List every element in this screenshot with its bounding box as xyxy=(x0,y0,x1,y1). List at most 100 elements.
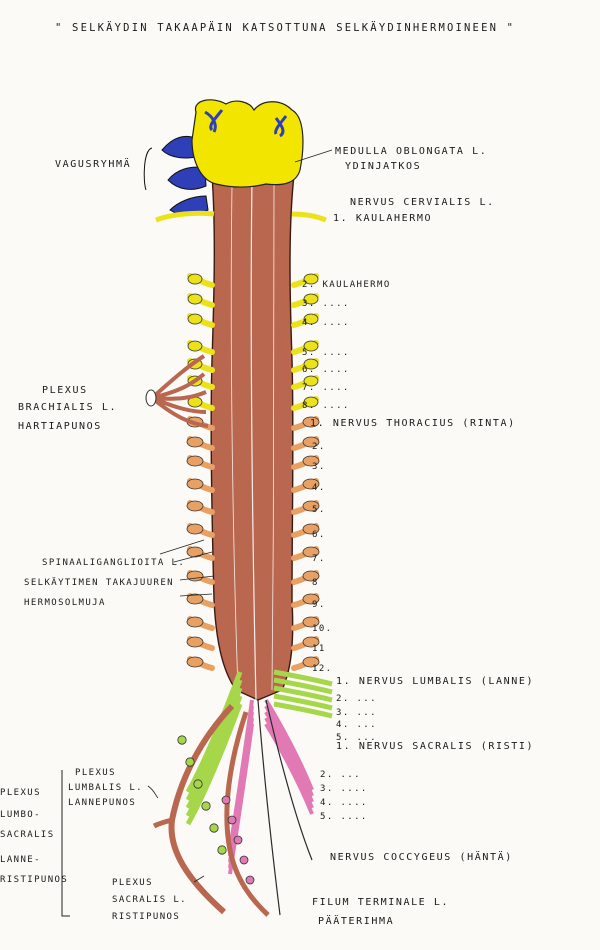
label-filum-1: FILUM TERMINALE L. xyxy=(312,897,450,908)
cervical-nerve-8-right-ganglion xyxy=(303,396,319,408)
label-sacral-plexus-3: RISTIPUNOS xyxy=(112,912,181,922)
lumbar-nerve-left-3 xyxy=(185,687,243,810)
thoracic-nerve-10-right-ganglion xyxy=(302,616,320,628)
label-brachial-2: BRACHIALIS L. xyxy=(18,402,118,413)
thoracic-nerve-12-left-ganglion xyxy=(186,656,204,668)
lumbar-ganglion-4 xyxy=(201,801,211,811)
cervical-nerve-3-right-ganglion xyxy=(303,293,319,305)
label-lumbosacral-5: RISTIPUNOS xyxy=(0,875,69,885)
label-lumbar-plexus-1: PLEXUS xyxy=(75,768,116,778)
cervical-number-3: 3. .... xyxy=(302,299,350,309)
label-medulla-2: YDINJATKOS xyxy=(345,161,422,172)
label-root-2: HERMOSOLMUJA xyxy=(24,598,106,608)
lumbosacral-trunk-inner xyxy=(224,711,270,917)
cord-right-line xyxy=(271,184,275,691)
thoracic-number-6: 6. xyxy=(312,530,326,540)
lumbar-nerve-left-4 xyxy=(185,695,243,818)
sacral-number-2: 2. ... xyxy=(320,770,361,780)
thoracic-nerve-4-right-ganglion xyxy=(302,478,320,490)
lumbar-nerve-right-1 xyxy=(273,669,333,687)
label-lumbosacral-4: LANNE- xyxy=(0,855,41,865)
label-cervical-1: NERVUS CERVIALIS L. xyxy=(350,197,495,208)
sacral-ganglion-5 xyxy=(245,875,255,885)
label-lumbar-plexus-3: LANNEPUNOS xyxy=(68,798,137,808)
lumbosacral-trunk-outer xyxy=(168,703,235,915)
cervical-nerve-4-left-ganglion xyxy=(187,313,203,325)
thoracic-number-2: 2. xyxy=(312,442,326,452)
lumbar-number-4: 4. ... xyxy=(336,720,377,730)
cervical-nerve-1 xyxy=(155,210,327,223)
lumbar-nerve-left-2 xyxy=(185,679,243,802)
lumbar-ganglion-3 xyxy=(193,779,203,789)
thoracic-nerve-8-left-ganglion xyxy=(186,570,204,582)
sacral-ganglion-1 xyxy=(221,795,231,805)
cervical-nerve-2-right-ganglion xyxy=(303,273,319,285)
leader-medulla xyxy=(294,149,333,163)
lumbar-nerve-left-1 xyxy=(185,671,243,794)
lumbar-ganglion-1 xyxy=(177,735,187,745)
sacral-number-5: 5. .... xyxy=(320,812,368,822)
lumbar-nerve-left-5 xyxy=(185,703,243,826)
thoracic-number-4: 4. xyxy=(312,483,326,493)
thoracic-nerve-3-left-ganglion xyxy=(186,455,204,467)
cervical-number-4: 4. .... xyxy=(302,318,350,328)
label-lumbosacral-1: PLEXUS xyxy=(0,788,41,798)
label-medulla-1: MEDULLA OBLONGATA L. xyxy=(335,146,488,157)
label-coccygeus: NERVUS COCCYGEUS (HÄNTÄ) xyxy=(330,852,513,863)
sacral-number-4: 4. .... xyxy=(320,798,368,808)
cord-left-line xyxy=(230,184,239,691)
femoral-branch xyxy=(152,817,173,829)
sacral-ganglion-2 xyxy=(227,815,237,825)
sacral-nerve-right-4 xyxy=(264,716,314,809)
label-sacral-plexus-1: PLEXUS xyxy=(112,878,153,888)
lumbar-nerve-right-2 xyxy=(273,677,333,695)
sacral-nerve-right-5 xyxy=(264,722,314,815)
spinal-cord xyxy=(210,174,295,701)
label-ganglia: SPINAALIGANGLIOITA L. xyxy=(42,558,186,568)
label-cervical-2: 1. KAULAHERMO xyxy=(333,213,433,224)
page-title: " SELKÄYDIN TAKAAPÄIN KATSOTTUNA SELKÄYD… xyxy=(55,22,516,34)
label-sacral: 1. NERVUS SACRALIS (RISTI) xyxy=(336,741,535,752)
cervical-nerve-5-left-ganglion xyxy=(187,340,203,352)
thoracic-nerve-11-left-ganglion xyxy=(186,636,204,648)
leader-lumbar-plexus xyxy=(147,785,159,799)
cervical-nerve-5-right-ganglion xyxy=(303,340,319,352)
thoracic-number-9: 9. xyxy=(312,600,326,610)
sacral-nerve-right-1 xyxy=(264,698,314,791)
label-brachial-3: HARTIAPUNOS xyxy=(18,421,102,432)
lumbar-nerve-right-5 xyxy=(273,701,333,719)
thoracic-nerve-6-left-ganglion xyxy=(186,523,204,535)
label-root-1: SELKÄYTIMEN TAKAJUUREN xyxy=(24,578,175,588)
cervical-nerve-6-right-ganglion xyxy=(303,358,319,370)
thoracic-nerve-9-left-ganglion xyxy=(186,593,204,605)
cervical-nerve-2-left-ganglion xyxy=(187,273,203,285)
thoracic-number-8: 8 xyxy=(312,578,319,588)
thoracic-nerve-5-right-ganglion xyxy=(302,500,320,512)
cervical-nerve-4-right-ganglion xyxy=(303,313,319,325)
label-thoracic: 1. NERVUS THORACIUS (RINTA) xyxy=(310,418,516,429)
sacral-number-3: 3. .... xyxy=(320,784,368,794)
lumbar-nerve-right-3 xyxy=(273,685,333,703)
thoracic-number-3: 3. xyxy=(312,462,326,472)
lumbar-ganglion-5 xyxy=(209,823,219,833)
thoracic-nerve-2-right-ganglion xyxy=(302,436,320,448)
thoracic-nerve-2-left-ganglion xyxy=(186,436,204,448)
label-lumbosacral-3: SACRALIS xyxy=(0,830,55,840)
thoracic-number-12: 12. xyxy=(312,664,333,674)
medulla-mark-left xyxy=(204,109,224,133)
lumbar-ganglion-6 xyxy=(217,845,227,855)
label-lumbar-plexus-2: LUMBALIS L. xyxy=(68,783,144,793)
leader-sacral-plexus xyxy=(193,875,205,883)
thoracic-number-7: 7. xyxy=(312,554,326,564)
thoracic-number-5: 5. xyxy=(312,505,326,515)
cervical-nerve-7-right-ganglion xyxy=(303,375,319,387)
lumbar-number-5: 5. ... xyxy=(336,733,377,743)
brachial-plexus xyxy=(150,354,209,428)
label-vagus: VAGUSRYHMÄ xyxy=(55,159,132,170)
sacral-ganglion-4 xyxy=(239,855,249,865)
vagus-brace xyxy=(143,147,153,191)
label-filum-2: PÄÄTERIHMA xyxy=(318,916,395,927)
label-brachial-1: PLEXUS xyxy=(42,385,88,396)
